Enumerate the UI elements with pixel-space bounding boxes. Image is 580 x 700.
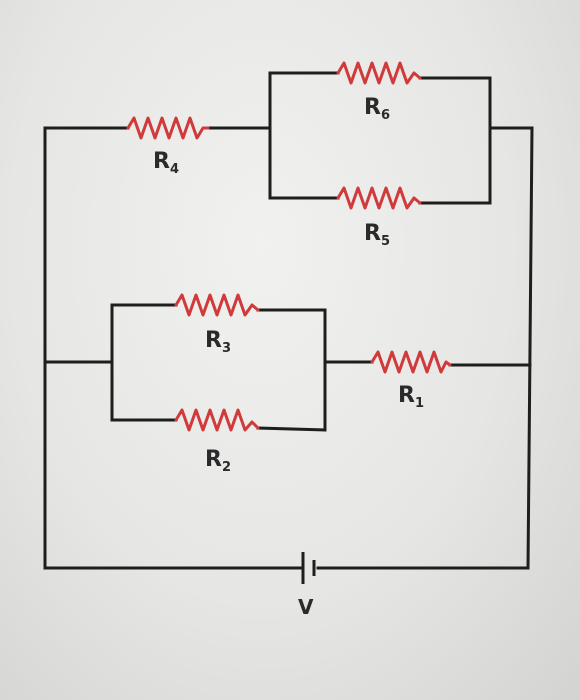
- label-r5: R5: [364, 221, 390, 249]
- resistor-r2: [174, 408, 260, 432]
- resistor-r3: [174, 293, 260, 317]
- wire-r2-right: [256, 426, 327, 432]
- resistor-r6: [336, 61, 422, 85]
- label-r6: R6: [364, 95, 390, 123]
- label-r3: R3: [205, 328, 231, 356]
- label-r4: R4: [153, 149, 179, 177]
- label-r2: R2: [205, 447, 231, 475]
- resistor-r4: [126, 116, 210, 140]
- label-r1: R1: [398, 383, 424, 411]
- label-voltage: V: [298, 595, 314, 619]
- resistor-r5: [336, 186, 422, 210]
- resistor-r1: [370, 350, 452, 374]
- wire-right-side: [526, 126, 534, 570]
